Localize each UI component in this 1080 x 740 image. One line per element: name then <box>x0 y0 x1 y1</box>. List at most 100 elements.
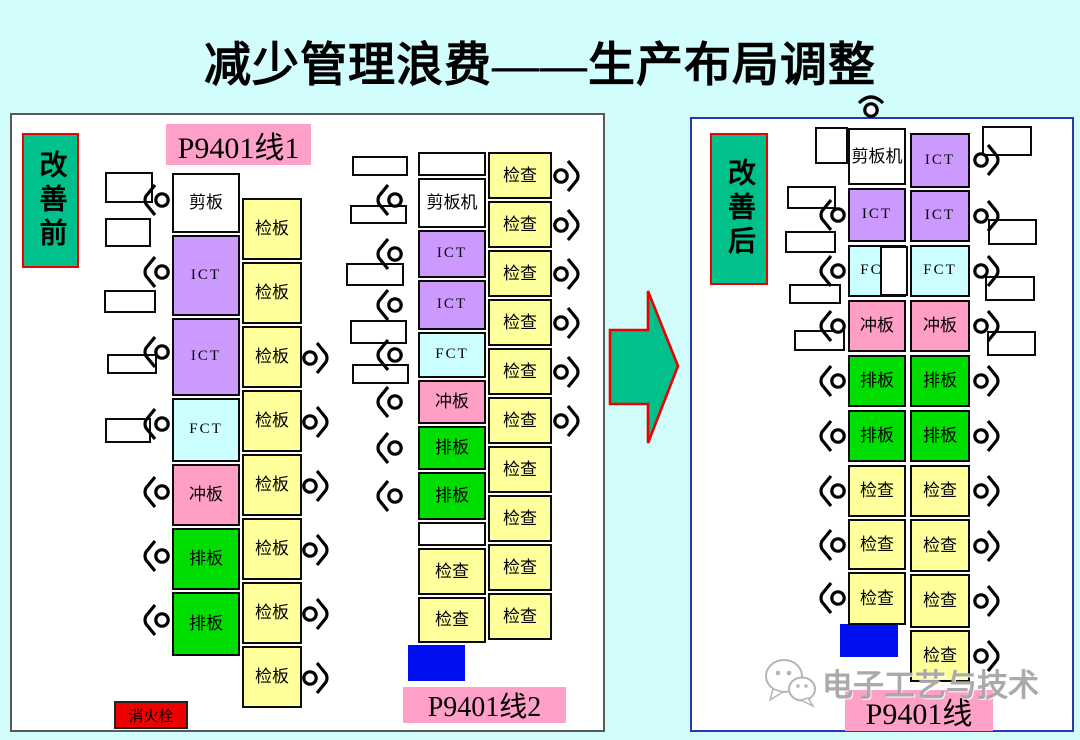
operator <box>971 142 1001 183</box>
operator-icon <box>973 309 1000 343</box>
after-line-label: P9401线 <box>845 690 993 731</box>
inspection-box: 检查 <box>488 397 552 444</box>
inspection-box: 检查 <box>488 201 552 248</box>
operator-icon <box>819 419 846 453</box>
after-badge: 改善后 <box>710 133 768 285</box>
operator-icon <box>553 257 580 291</box>
operator-icon <box>819 581 846 615</box>
inspection-box: 检查 <box>488 250 552 297</box>
blue-block-line2 <box>408 645 465 681</box>
inspection-box: 检查 <box>488 348 552 395</box>
machine-box: 冲板 <box>172 464 240 526</box>
inspection-box: 检查 <box>488 593 552 640</box>
machine-box: FCT <box>418 332 486 378</box>
machine-box: 剪板机 <box>848 128 906 185</box>
operator <box>551 305 581 346</box>
operator <box>375 182 405 223</box>
workbench-rect <box>815 127 848 164</box>
operator-icon <box>376 431 403 465</box>
workbench-rect <box>785 231 836 253</box>
machine-box: FCT <box>910 245 970 297</box>
operator <box>375 430 405 471</box>
operator-icon <box>973 529 1000 563</box>
operator-icon <box>376 237 403 271</box>
operator-icon <box>973 364 1000 398</box>
machine-box: 冲板 <box>418 380 486 424</box>
operator <box>971 473 1001 514</box>
machine-box: 排板 <box>172 528 240 590</box>
machine-box: 冲板 <box>848 300 906 352</box>
operator-icon <box>973 419 1000 453</box>
operator-icon <box>302 405 329 439</box>
workbench-rect <box>987 331 1036 356</box>
operator-icon <box>376 479 403 513</box>
operator-icon <box>973 199 1000 233</box>
machine-box: ICT <box>910 133 970 188</box>
machine-box: ICT <box>910 190 970 242</box>
operator <box>818 418 848 459</box>
operator <box>971 363 1001 404</box>
machine-box: 排板 <box>910 410 970 462</box>
machine-box: 检查 <box>910 630 970 682</box>
operator-icon <box>143 407 170 441</box>
operator <box>818 363 848 404</box>
machine-box: 检查 <box>418 597 486 643</box>
machine-box: ICT <box>172 318 240 396</box>
operator-icon <box>973 143 1000 177</box>
operator <box>142 334 172 375</box>
machine-box: ICT <box>848 188 906 242</box>
operator-icon <box>143 475 170 509</box>
operator-icon <box>857 95 885 118</box>
operator-icon <box>376 385 403 419</box>
machine-box: 检查 <box>910 465 970 517</box>
machine-box: 排板 <box>172 592 240 656</box>
machine-box: 剪板机 <box>418 178 486 228</box>
workbench-rect <box>352 156 408 176</box>
machine-box: 检查 <box>848 572 906 625</box>
operator <box>300 468 330 509</box>
machine-box: 排板 <box>848 355 906 407</box>
machine-box: 检查 <box>848 519 906 570</box>
operator-icon <box>553 404 580 438</box>
workbench-rect <box>789 284 841 304</box>
workbench-rect <box>105 218 151 247</box>
operator-icon <box>143 335 170 369</box>
operator <box>300 596 330 637</box>
inspection-box: 检查 <box>488 446 552 493</box>
operator-icon <box>553 306 580 340</box>
operator <box>971 418 1001 459</box>
workbench-rect <box>352 364 409 384</box>
operator <box>300 532 330 573</box>
inspection-box: 检查 <box>488 299 552 346</box>
operator <box>142 538 172 579</box>
inspection-box: 检查 <box>488 544 552 591</box>
operator-icon <box>376 338 403 372</box>
inspection-box: 检查 <box>488 495 552 542</box>
operator <box>971 198 1001 239</box>
blue-block-after <box>840 624 898 657</box>
operator <box>375 478 405 519</box>
workbench-rect <box>982 126 1032 156</box>
operator-icon <box>973 254 1000 288</box>
improvement-arrow-icon <box>608 290 680 444</box>
operator <box>142 406 172 447</box>
operator <box>142 602 172 643</box>
operator-icon <box>819 198 846 232</box>
machine-box <box>418 152 486 176</box>
operator <box>818 253 848 294</box>
workbench-rect <box>104 290 156 313</box>
operator-icon <box>973 639 1000 673</box>
operator <box>971 528 1001 569</box>
machine-box: 排板 <box>418 472 486 520</box>
machine-box: 排板 <box>910 355 970 407</box>
gap-box <box>880 246 908 296</box>
operator <box>856 90 886 131</box>
operator-icon <box>143 539 170 573</box>
operator <box>551 403 581 444</box>
inspection-box: 检板 <box>242 390 302 452</box>
line2-label: P9401线2 <box>403 687 566 723</box>
machine-box: ICT <box>418 280 486 330</box>
operator-icon <box>302 533 329 567</box>
inspection-box: 检板 <box>242 582 302 644</box>
